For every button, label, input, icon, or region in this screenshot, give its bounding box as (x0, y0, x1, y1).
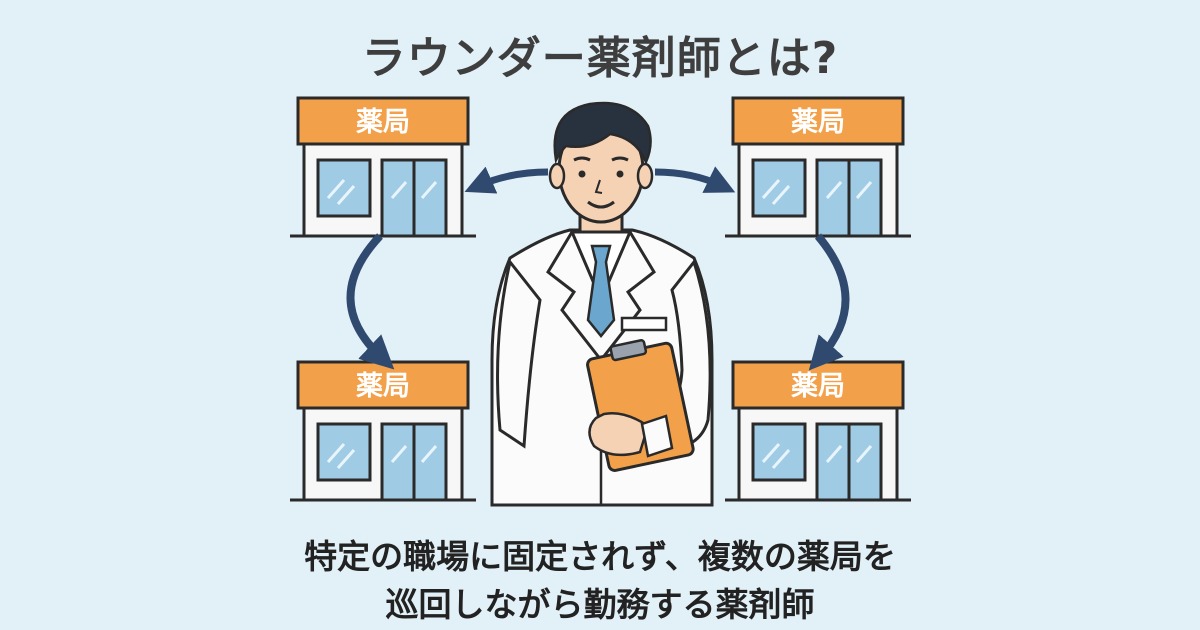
arrow-down-left-icon (346, 233, 395, 370)
page-title: ラウンダー薬剤師とは? (361, 33, 839, 84)
pharmacy-sign-label: 薬局 (791, 107, 845, 138)
caption-line-1: 特定の職場に固定されず、複数の薬局を (304, 537, 896, 576)
description-caption: 特定の職場に固定されず、複数の薬局を 巡回しながら勤務する薬剤師 (0, 533, 1200, 629)
pharmacy-sign-label: 薬局 (356, 107, 410, 138)
caption-line-2: 巡回しながら勤務する薬剤師 (385, 585, 815, 624)
pharmacy-sign-label: 薬局 (356, 371, 410, 402)
pharmacy-bottom-left: 薬局 (288, 360, 478, 502)
arrow-down-right-icon (808, 233, 850, 371)
arrow-left-icon (464, 166, 549, 194)
pharmacy-top-left: 薬局 (288, 96, 478, 238)
pharmacy-sign-label: 薬局 (791, 371, 845, 402)
pharmacy-top-right: 薬局 (723, 96, 913, 238)
pharmacy-bottom-right: 薬局 (723, 360, 913, 502)
pharmacist-figure (490, 101, 714, 507)
arrow-right-icon (654, 166, 736, 193)
